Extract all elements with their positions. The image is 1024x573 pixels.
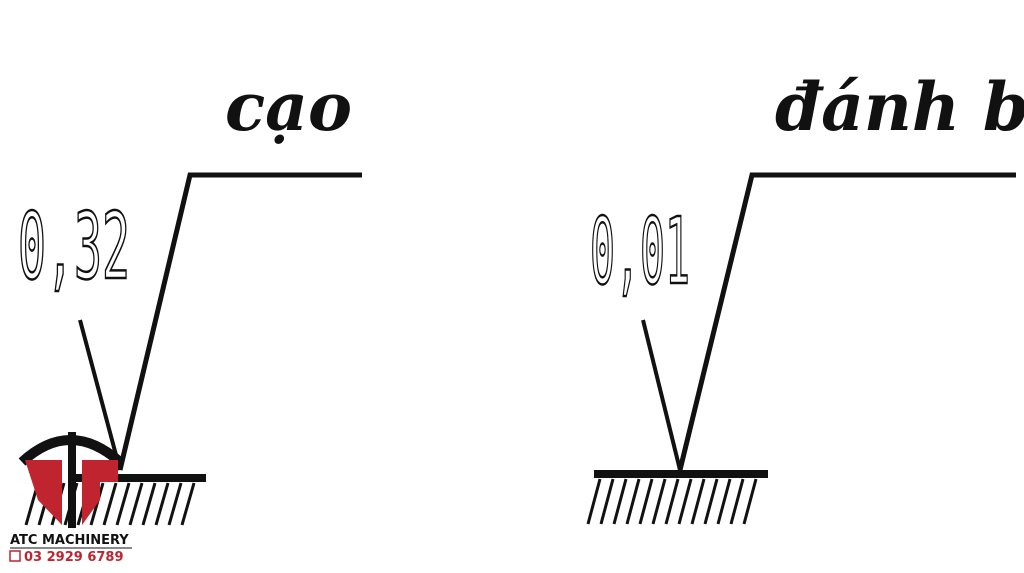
symbol-long-leg (117, 172, 362, 471)
hatch-line (141, 482, 157, 526)
hatch-line (716, 478, 732, 525)
atc-logo: ATC MACHINERY 03 2929 6789 (9, 432, 132, 565)
process-label-left: cạo (225, 68, 352, 146)
hatch-line (625, 478, 641, 525)
hatch-line (167, 482, 183, 526)
hatch-line (651, 478, 667, 525)
hatch-line (742, 478, 758, 525)
hatch-line (690, 478, 706, 525)
symbol-long-leg (677, 172, 1016, 471)
logo-letter-c (82, 460, 118, 525)
surface-hatching (586, 478, 758, 525)
hatch-line (703, 478, 719, 525)
logo-letter-a (25, 460, 62, 525)
hatch-line (612, 478, 628, 525)
process-label-right: đánh bóng (775, 68, 1024, 146)
symbol-short-leg (641, 319, 682, 471)
hatch-line (677, 478, 693, 525)
roughness-value-left: 0,32 (18, 193, 130, 300)
hatch-line (115, 482, 131, 526)
hatch-line (599, 478, 615, 525)
hatch-line (154, 482, 170, 526)
hatch-line (102, 482, 118, 526)
hatch-line (664, 478, 680, 525)
hatch-line (638, 478, 654, 525)
phone-icon (9, 550, 21, 562)
roughness-value-right: 0,01 (590, 198, 690, 305)
hatch-line (729, 478, 745, 525)
hatch-line (128, 482, 144, 526)
brand-name: ATC MACHINERY (10, 533, 129, 548)
hatch-line (180, 482, 196, 526)
roughness-symbol-right: đánh bóng 0,01 (586, 68, 1024, 525)
brand-phone: 03 2929 6789 (24, 550, 124, 565)
hatch-line (586, 478, 602, 525)
symbol-short-leg (78, 319, 122, 471)
